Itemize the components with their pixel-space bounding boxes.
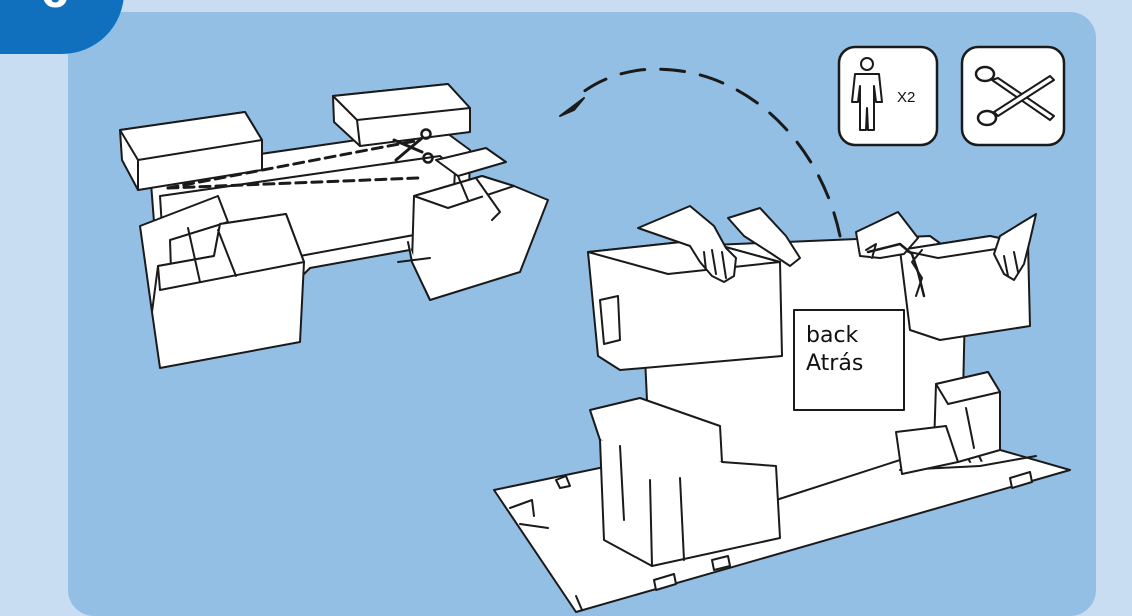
box-label-english: back (806, 323, 859, 348)
packed-box-illustration (493, 235, 1071, 613)
people-multiplier: X2 (897, 89, 916, 106)
scissors-icon (960, 45, 1066, 147)
person-icon (837, 45, 939, 147)
box-label-spanish: Atrás (806, 351, 864, 376)
step-number: 6 (40, 0, 69, 14)
box-scissors-icon (392, 128, 434, 164)
curved-arrow-icon (559, 67, 842, 238)
open-box-illustration (119, 83, 549, 369)
hand-icon (637, 205, 1037, 283)
box-orientation-label: back Atrás (806, 322, 863, 378)
